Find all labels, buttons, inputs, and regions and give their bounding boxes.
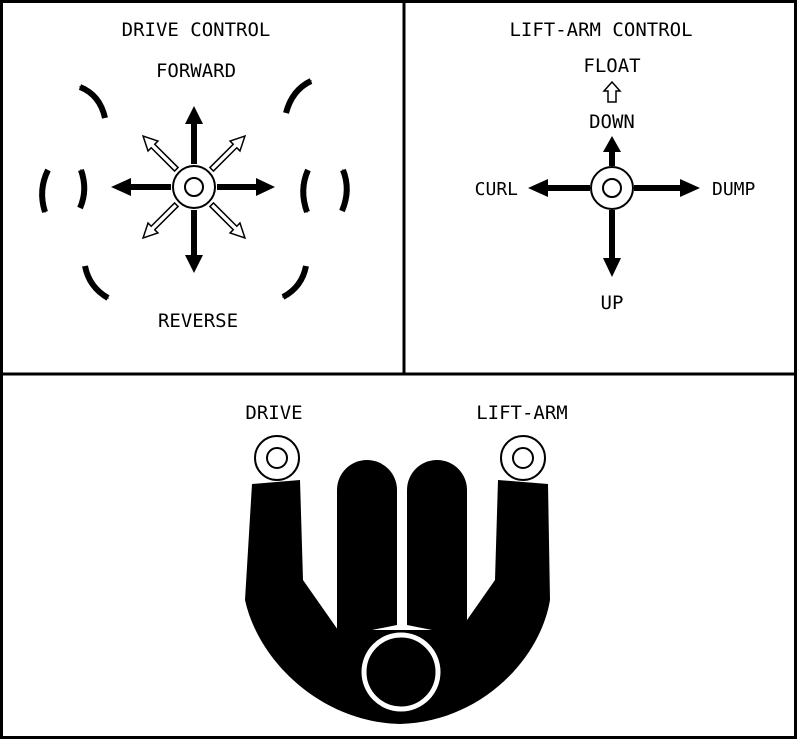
lift-arm-control-title: LIFT-ARM CONTROL [509,19,692,41]
operator-view-panel: DRIVE LIFT-ARM [245,402,568,724]
diagonal-down-right-arrow-icon [208,201,247,240]
spin-left-outer-arrow-icon [39,168,51,214]
dump-arrow-icon [634,179,700,197]
float-arrow-icon [602,80,622,103]
diagonal-down-left-arrow-icon [141,201,180,240]
forward-arrow-icon [185,106,203,164]
down-label: DOWN [589,111,635,133]
lift-arm-control-panel: LIFT-ARM CONTROL FLOAT DOWN CURL DUMP UP [475,19,756,314]
curl-arrow-icon [528,179,590,197]
diagonal-up-right-arrow-icon [208,134,247,173]
drive-lever-label: DRIVE [245,402,302,424]
head [361,632,441,712]
drive-control-panel: DRIVE CONTROL FORWARD REVERSE [39,19,350,332]
drive-control-title: DRIVE CONTROL [122,19,271,41]
turn-reverse-right-arrow-icon [281,265,309,300]
left-leg [337,460,397,637]
float-label: FLOAT [583,55,640,77]
down-arrow-icon [603,136,621,166]
drive-lever-knob-icon [254,435,300,481]
right-leg [407,460,467,637]
turn-forward-left-arrow-icon [78,84,108,119]
forward-label: FORWARD [156,60,236,82]
reverse-arrow-icon [185,210,203,273]
spin-right-inner-arrow-icon [300,168,311,214]
up-label: UP [601,292,624,314]
drive-turn-arrows [39,78,350,301]
drive-joystick-icon [172,165,216,209]
up-arrow-icon [603,210,621,277]
diagonal-up-left-arrow-icon [141,134,180,173]
spin-left-inner-arrow-icon [77,168,88,210]
lift-arm-lever-knob-icon [500,435,546,481]
reverse-label: REVERSE [158,310,238,332]
lift-arm-joystick-icon [590,166,634,210]
lift-arm-lever-label: LIFT-ARM [476,402,568,424]
curl-label: CURL [475,179,519,200]
drive-cardinal-arrows [111,106,275,273]
turn-forward-right-arrow-icon [283,78,313,114]
lift-arm-arrows [528,136,700,277]
left-arrow-icon [111,178,171,196]
turn-reverse-left-arrow-icon [82,265,110,301]
dump-label: DUMP [712,179,756,200]
spin-right-outer-arrow-icon [339,168,350,213]
operator-silhouette-icon [245,460,550,724]
drive-diagonal-arrows [141,134,247,240]
right-arrow-icon [217,178,275,196]
